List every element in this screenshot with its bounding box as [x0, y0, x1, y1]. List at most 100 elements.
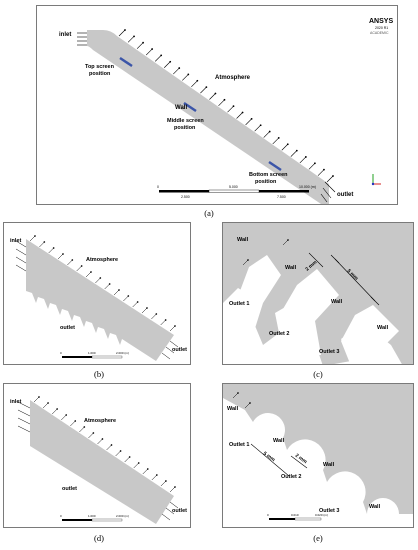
- boundary-arrow: [173, 67, 180, 75]
- wall-label-e-4: Wall: [369, 504, 381, 510]
- panel-d: inlet Atmosphere outlet outlet 0 1.000 2…: [3, 383, 191, 528]
- bottom-screen-label-1: Bottom screen: [249, 172, 288, 178]
- outlet1-label-c: Outlet 1: [229, 301, 249, 307]
- boundary-arrow: [160, 480, 167, 487]
- boundary-arrow: [141, 307, 148, 314]
- boundary-arrow-head: [90, 271, 92, 273]
- middle-screen-marker: [183, 101, 197, 113]
- svg-text:0: 0: [60, 351, 62, 355]
- outlet2-label-e: Outlet 2: [281, 474, 301, 480]
- boundary-arrow: [236, 112, 243, 119]
- boundary-arrow: [85, 271, 92, 278]
- boundary-arrow: [142, 468, 148, 475]
- boundary-arrow-head: [223, 98, 226, 101]
- boundary-arrow-head: [174, 486, 176, 488]
- svg-text:1.000: 1.000: [88, 351, 96, 355]
- outlet-arrows-d: [161, 501, 179, 521]
- boundary-arrow-head: [314, 162, 316, 165]
- boundary-arrow: [48, 247, 54, 254]
- caption-a: (a): [204, 208, 214, 218]
- boundary-arrow: [182, 74, 189, 81]
- caption-b: (b): [94, 369, 104, 379]
- panel-b: inlet Atmosphere outlet outlet 0 1.000 2…: [3, 222, 191, 365]
- boundary-arrow-head: [71, 259, 74, 261]
- boundary-arrow: [127, 36, 135, 43]
- inlet-arrows: [77, 32, 87, 46]
- boundary-arrow-head: [232, 105, 235, 108]
- outlet-center-label-d: outlet: [62, 486, 77, 492]
- wall-label-e-3: Wall: [323, 462, 335, 468]
- boundary-arrow-head: [214, 92, 217, 95]
- boundary-arrow: [272, 137, 279, 145]
- top-screen-marker: [119, 56, 133, 68]
- panel-e-diagram: 5 mm 2 mm Wall Wall Wall Wall Outlet 1 O…: [223, 384, 413, 527]
- svg-text:1.000: 1.000: [88, 514, 96, 518]
- outlet-arrows-b: [161, 340, 179, 360]
- boundary-arrow: [136, 42, 144, 49]
- middle-screen-label-2: position: [174, 125, 196, 131]
- boundary-arrow-head: [187, 73, 190, 76]
- boundary-arrow-head: [250, 117, 253, 120]
- boundary-arrow: [123, 295, 129, 302]
- boundary-arrow-head: [65, 414, 68, 416]
- svg-text:0.010: 0.010: [291, 513, 299, 517]
- boundary-arrow-head: [151, 48, 154, 50]
- boundary-arrow: [29, 235, 36, 242]
- dimension-lines-e: [250, 443, 308, 477]
- ansys-academic: ACADEMIC: [370, 31, 389, 35]
- outlet2-label-c: Outlet 2: [269, 331, 289, 337]
- boundary-arrow-head: [136, 301, 139, 303]
- channel-geometry-d: [30, 400, 174, 524]
- boundary-arrow: [317, 169, 325, 176]
- outlet-label: outlet: [337, 192, 353, 198]
- boundary-arrow-head: [52, 247, 55, 249]
- boundary-arrow: [95, 277, 101, 284]
- boundary-arrow: [160, 319, 166, 326]
- boundary-arrow-head: [268, 130, 271, 133]
- boundary-arrow: [326, 175, 334, 183]
- outlet-arrows: [320, 181, 336, 203]
- top-screen-label-1: Top screen: [85, 64, 115, 70]
- boundary-arrow-head: [286, 143, 289, 146]
- boundary-arrow-head: [99, 277, 102, 279]
- inlet-label-b: inlet: [10, 238, 21, 244]
- boundary-arrow-head: [155, 313, 158, 315]
- boundary-arrow: [124, 456, 130, 463]
- scale-bar: 0 5.000 10.000 (m) 2.500 7.500: [157, 185, 316, 199]
- boundary-arrow: [57, 253, 64, 260]
- outlet1-label-e: Outlet 1: [229, 442, 249, 448]
- boundary-arrow: [227, 105, 234, 113]
- boundary-arrow: [151, 474, 158, 481]
- boundary-arrow-head: [323, 168, 325, 171]
- boundary-arrow: [113, 289, 120, 296]
- inlet-arrows-b: [15, 240, 27, 272]
- boundary-arrow: [282, 239, 289, 246]
- boundary-arrow-head: [34, 235, 36, 237]
- boundary-arrow-head: [295, 149, 298, 152]
- boundary-arrow: [290, 150, 298, 157]
- boundary-arrow-head: [137, 462, 140, 464]
- ansys-logo: ANSYS: [369, 18, 393, 25]
- boundary-arrow: [299, 156, 307, 164]
- boundary-arrow: [254, 125, 261, 132]
- outlet-right-label-d: outlet: [172, 508, 187, 514]
- panel-a-diagram: inlet outlet Atmosphere Wall Top screen …: [59, 18, 393, 204]
- boundary-arrow: [106, 444, 112, 451]
- boundary-arrow: [118, 29, 126, 37]
- boundary-arrow-head: [127, 295, 130, 297]
- boundary-arrow-head: [133, 35, 135, 38]
- svg-text:10.000 (m): 10.000 (m): [299, 185, 316, 189]
- boundary-arrow-head: [249, 402, 251, 404]
- boundary-arrow-head: [178, 67, 181, 69]
- boundary-arrow: [145, 48, 153, 56]
- wall-label: Wall: [175, 105, 187, 111]
- boundary-arrow-head: [165, 480, 167, 482]
- boundary-arrow: [308, 163, 316, 170]
- boundary-arrow: [169, 486, 176, 493]
- boundary-arrow-head: [110, 444, 113, 446]
- boundary-arrow-head: [101, 438, 104, 440]
- wall-label-c-2: Wall: [285, 265, 297, 271]
- atmosphere-arrows-e: [232, 392, 251, 409]
- boundary-arrow-head: [74, 420, 77, 422]
- panel-c-diagram: 2 mm 5 mm Wall Wall Wall Wall Outlet 1 O…: [223, 223, 413, 364]
